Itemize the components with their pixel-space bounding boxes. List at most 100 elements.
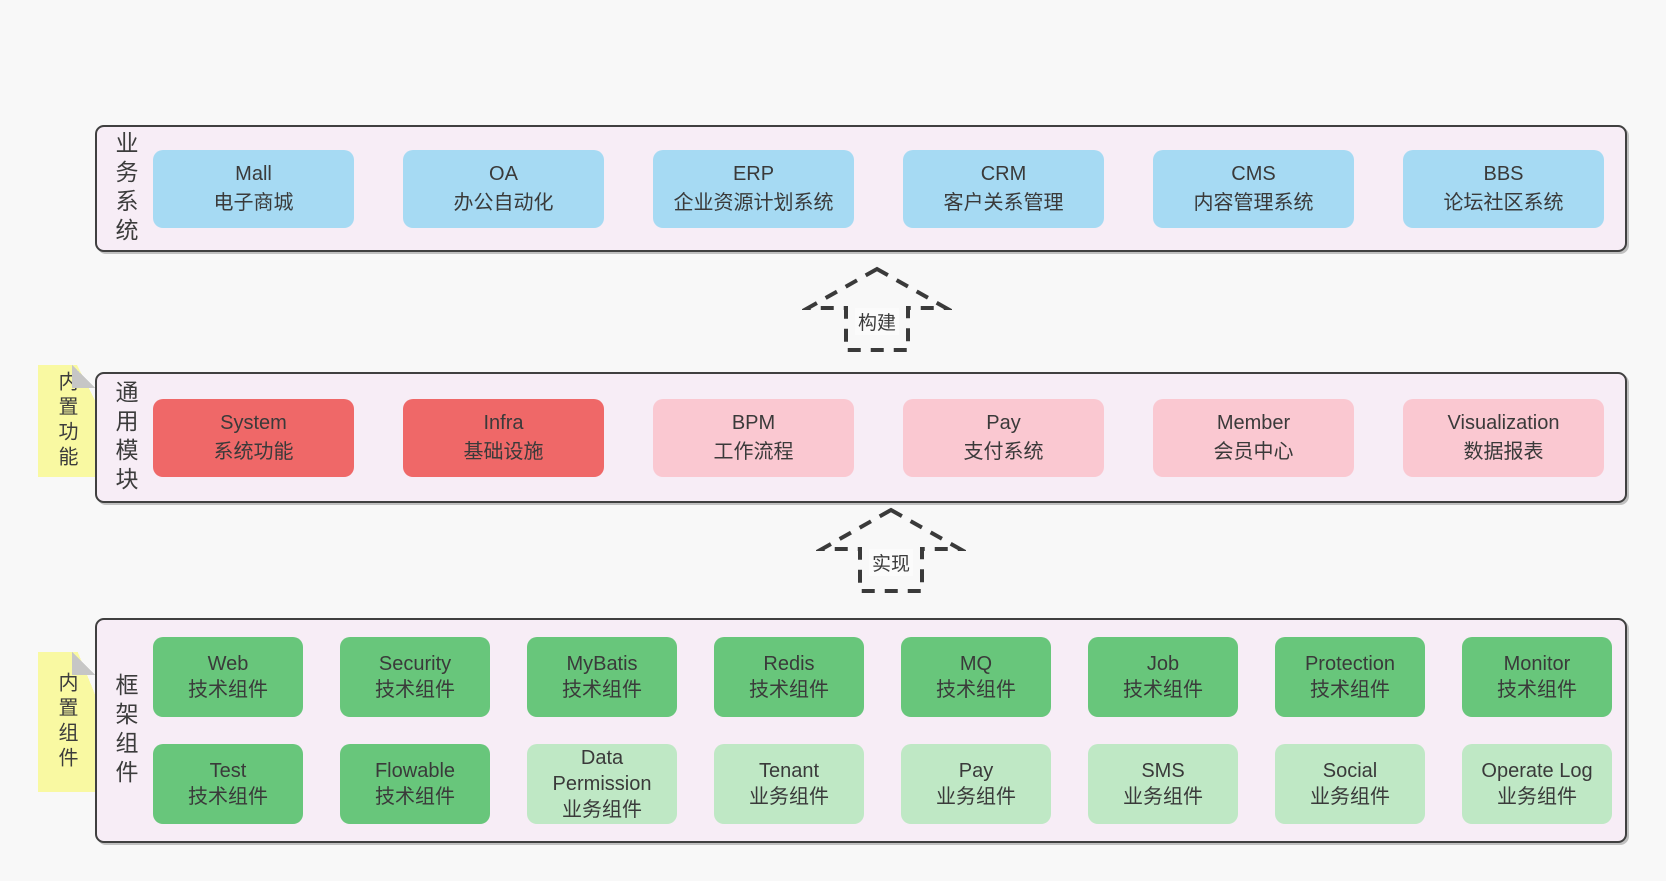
box-oa: OA 办公自动化 [403,149,604,228]
box-title-en: Member [1216,411,1291,434]
box-title-en: Visualization [1447,411,1560,434]
box-data-permission: Data Permission 业务组件 [527,744,677,824]
box-erp: ERP 企业资源计划系统 [653,149,854,228]
arrow-implement: 实现 [816,505,966,595]
box-web: Web 技术组件 [153,637,303,717]
box-title-zh: 基础设施 [463,440,544,463]
box-title-en: ERP [732,162,775,185]
box-title-zh: 技术组件 [188,679,268,701]
box-title-zh: 技术组件 [749,679,829,701]
box-title-en: BPM [731,411,776,434]
box-title-zh: 技术组件 [1123,679,1203,701]
box-title-en: Data Permission [552,747,652,795]
box-bpm: BPM 工作流程 [653,398,854,477]
box-title-en: Social [1322,760,1378,782]
box-system: System 系统功能 [153,398,354,477]
band-box-grid: Web 技术组件 Security 技术组件 MyBatis 技术组件 Redi… [153,620,1632,841]
box-title-en: Mall [235,162,272,185]
sticky-fold-corner-icon [72,365,95,388]
arrow-build: 构建 [802,264,952,354]
box-title-zh: 技术组件 [936,679,1016,701]
box-bbs: BBS 论坛社区系统 [1403,149,1604,228]
box-title-en: Pay [958,760,994,782]
box-title-zh: 业务组件 [936,786,1016,808]
band-framework-components: 框架组件 Web 技术组件 Security 技术组件 MyBatis 技术组件… [95,618,1627,843]
component-row-2: Test 技术组件 Flowable 技术组件 Data Permission … [153,744,1612,824]
box-title-zh: 办公自动化 [453,191,554,214]
box-title-zh: 企业资源计划系统 [673,191,834,214]
box-monitor: Monitor 技术组件 [1462,637,1612,717]
box-visualization: Visualization 数据报表 [1403,398,1604,477]
box-title-en: Security [378,653,452,675]
box-title-en: SMS [1141,760,1185,782]
box-title-zh: 技术组件 [1310,679,1390,701]
box-title-zh: 业务组件 [1497,786,1577,808]
box-title-en: Test [209,760,247,782]
box-title-en: MQ [959,653,993,675]
band-box-row: System 系统功能 Infra 基础设施 BPM 工作流程 Pay 支付系统… [153,374,1625,501]
box-social: Social 业务组件 [1275,744,1425,824]
box-title-zh: 技术组件 [375,786,455,808]
box-title-en: OA [489,162,518,185]
box-title-en: Operate Log [1481,760,1593,782]
arrow-label: 构建 [854,308,900,335]
box-pay-system: Pay 支付系统 [903,398,1104,477]
band-box-row: Mall 电子商城 OA 办公自动化 ERP 企业资源计划系统 CRM 客户关系… [153,127,1625,250]
box-tenant: Tenant 业务组件 [714,744,864,824]
box-title-zh: 电子商城 [213,191,294,214]
box-title-zh: 技术组件 [375,679,455,701]
box-title-en: BBS [1483,162,1524,185]
box-title-zh: 系统功能 [213,440,294,463]
sticky-note-builtin-components: 内置组件 [38,652,95,792]
box-title-zh: 技术组件 [562,679,642,701]
box-title-zh: 技术组件 [188,786,268,808]
box-crm: CRM 客户关系管理 [903,149,1104,228]
sticky-note-builtin-features: 内置功能 [38,365,95,477]
box-flowable: Flowable 技术组件 [340,744,490,824]
box-mq: MQ 技术组件 [901,637,1051,717]
box-title-zh: 业务组件 [749,786,829,808]
box-title-zh: 业务组件 [562,799,642,821]
box-title-zh: 客户关系管理 [943,191,1064,214]
box-title-en: Pay [986,411,1021,434]
box-title-zh: 数据报表 [1463,440,1544,463]
sticky-note-label: 内置功能 [55,371,77,471]
block-arrow-up-icon [816,507,966,593]
box-operate-log: Operate Log 业务组件 [1462,744,1612,824]
box-title-en: Tenant [758,760,820,782]
sticky-fold-corner-icon [72,652,95,675]
box-protection: Protection 技术组件 [1275,637,1425,717]
box-sms: SMS 业务组件 [1088,744,1238,824]
box-title-en: Flowable [374,760,456,782]
box-title-zh: 工作流程 [713,440,794,463]
box-title-en: CMS [1231,162,1276,185]
box-test: Test 技术组件 [153,744,303,824]
box-title-en: Monitor [1503,653,1571,675]
box-title-en: Protection [1304,653,1396,675]
box-title-en: Job [1146,653,1180,675]
box-title-en: Redis [763,653,815,675]
box-title-zh: 内容管理系统 [1193,191,1314,214]
arrow-label: 实现 [868,549,914,576]
band-label: 通用模块 [112,379,138,496]
box-pay-component: Pay 业务组件 [901,744,1051,824]
band-business-systems: 业务系统 Mall 电子商城 OA 办公自动化 ERP 企业资源计划系统 CRM… [95,125,1627,252]
component-row-1: Web 技术组件 Security 技术组件 MyBatis 技术组件 Redi… [153,637,1612,717]
box-title-zh: 支付系统 [963,440,1044,463]
box-mall: Mall 电子商城 [153,149,354,228]
box-job: Job 技术组件 [1088,637,1238,717]
block-arrow-up-icon [802,266,952,352]
sticky-note-label: 内置组件 [55,672,77,772]
box-title-en: MyBatis [566,653,638,675]
box-title-zh: 技术组件 [1497,679,1577,701]
box-mybatis: MyBatis 技术组件 [527,637,677,717]
box-title-en: System [220,411,287,434]
box-infra: Infra 基础设施 [403,398,604,477]
box-member: Member 会员中心 [1153,398,1354,477]
band-label: 业务系统 [112,130,138,247]
box-security: Security 技术组件 [340,637,490,717]
box-title-en: Web [207,653,249,675]
box-title-zh: 业务组件 [1310,786,1390,808]
box-title-en: CRM [980,162,1027,185]
